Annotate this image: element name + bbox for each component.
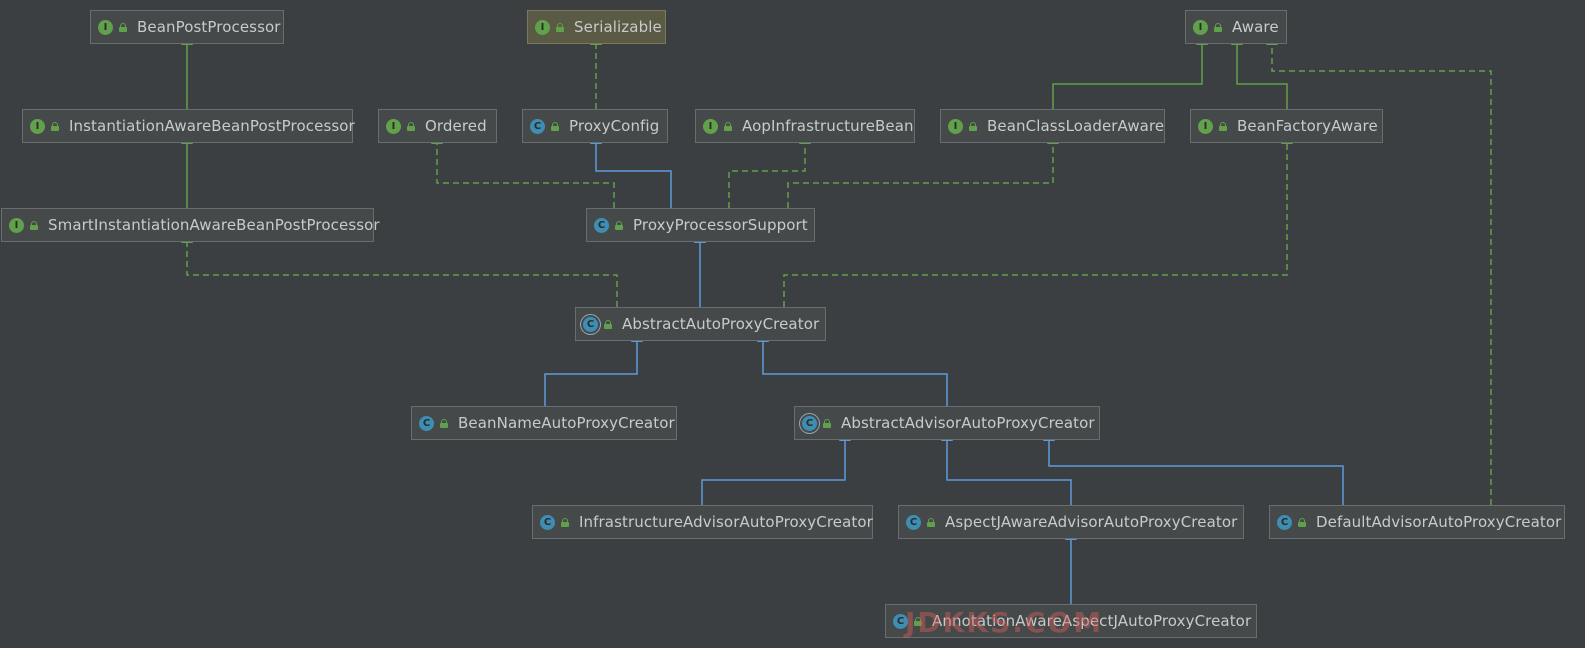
edge-bcla-to-aware [1052, 33, 1208, 109]
interface-icon: I [535, 19, 550, 35]
node-bfa[interactable]: I BeanFactoryAware [1190, 109, 1383, 143]
public-lock-icon [1214, 22, 1222, 32]
edge-aaapc-to-aapc [757, 330, 948, 406]
edge-aapc-to-siabpp [181, 231, 618, 307]
public-lock-icon [604, 319, 612, 329]
public-lock-icon [969, 121, 977, 131]
edge-bnapc-to-aapc [544, 330, 643, 406]
node-iabpp[interactable]: I InstantiationAwareBeanPostProcessor [22, 109, 355, 143]
node-aib[interactable]: I AopInfrastructureBean [695, 109, 915, 143]
interface-icon: I [98, 19, 113, 35]
interface-icon: I [30, 118, 45, 134]
edge-daapc-to-aware [1266, 33, 1492, 505]
edge-ajaapc-to-aaapc [941, 429, 1072, 505]
edge-aapc-to-bfa [783, 132, 1293, 307]
node-daapc[interactable]: C DefaultAdvisorAutoProxyCreator [1269, 505, 1565, 539]
node-label: AnnotationAwareAspectJAutoProxyCreator [932, 612, 1252, 630]
public-lock-icon [119, 22, 127, 32]
node-label: AbstractAutoProxyCreator [622, 315, 820, 333]
public-lock-icon [556, 22, 564, 32]
node-aware[interactable]: I Aware [1185, 10, 1287, 44]
public-lock-icon [1219, 121, 1227, 131]
public-lock-icon [1298, 517, 1306, 527]
class-icon: C [419, 415, 434, 431]
node-pps[interactable]: C ProxyProcessorSupport [586, 208, 815, 242]
node-ajaapc[interactable]: C AspectJAwareAdvisorAutoProxyCreator [898, 505, 1244, 539]
node-ser[interactable]: I Serializable [527, 10, 666, 44]
node-bpp[interactable]: I BeanPostProcessor [90, 10, 284, 44]
interface-icon: I [9, 217, 24, 233]
interface-icon: I [1193, 19, 1208, 35]
node-label: BeanFactoryAware [1237, 117, 1378, 135]
node-iaapc[interactable]: C InfrastructureAdvisorAutoProxyCreator [532, 505, 873, 539]
interface-icon: I [1198, 118, 1213, 134]
node-aaapc[interactable]: C AbstractAdvisorAutoProxyCreator [794, 406, 1100, 440]
public-lock-icon [724, 121, 732, 131]
public-lock-icon [927, 517, 935, 527]
node-label: Aware [1232, 18, 1279, 36]
node-label: Ordered [425, 117, 487, 135]
node-label: DefaultAdvisorAutoProxyCreator [1316, 513, 1562, 531]
node-label: SmartInstantiationAwareBeanPostProcessor [48, 216, 380, 234]
public-lock-icon [551, 121, 559, 131]
interface-icon: I [386, 118, 401, 134]
node-label: InstantiationAwareBeanPostProcessor [69, 117, 355, 135]
class-icon: C [906, 514, 921, 530]
public-lock-icon [615, 220, 623, 230]
public-lock-icon [51, 121, 59, 131]
node-bcla[interactable]: I BeanClassLoaderAware [940, 109, 1165, 143]
class-icon: C [530, 118, 545, 134]
node-pcfg[interactable]: C ProxyConfig [522, 109, 668, 143]
edge-bfa-to-aware [1231, 33, 1288, 109]
edge-pps-to-bcla [787, 132, 1059, 208]
watermark-text: JDKKS.COM [905, 606, 1104, 639]
node-ord[interactable]: I Ordered [378, 109, 497, 143]
public-lock-icon [407, 121, 415, 131]
node-label: ProxyProcessorSupport [633, 216, 808, 234]
interface-icon: I [948, 118, 963, 134]
node-label: AopInfrastructureBean [742, 117, 914, 135]
node-aapc[interactable]: C AbstractAutoProxyCreator [575, 307, 826, 341]
edge-daapc-to-aaapc [1043, 429, 1344, 505]
public-lock-icon [30, 220, 38, 230]
node-label: ProxyConfig [569, 117, 660, 135]
class-icon: C [594, 217, 609, 233]
abstract-class-icon: C [583, 316, 598, 332]
node-label: Serializable [574, 18, 662, 36]
node-siabpp[interactable]: I SmartInstantiationAwareBeanPostProcesso… [1, 208, 380, 242]
node-label: BeanPostProcessor [137, 18, 281, 36]
node-label: BeanClassLoaderAware [987, 117, 1165, 135]
public-lock-icon [561, 517, 569, 527]
node-bnapc[interactable]: C BeanNameAutoProxyCreator [411, 406, 677, 440]
class-icon: C [1277, 514, 1292, 530]
node-label: InfrastructureAdvisorAutoProxyCreator [579, 513, 873, 531]
public-lock-icon [914, 616, 922, 626]
node-label: BeanNameAutoProxyCreator [458, 414, 675, 432]
class-icon: C [893, 613, 908, 629]
node-label: AbstractAdvisorAutoProxyCreator [841, 414, 1095, 432]
abstract-class-icon: C [802, 415, 817, 431]
edge-pps-to-aib [728, 132, 811, 208]
class-icon: C [540, 514, 555, 530]
public-lock-icon [440, 418, 448, 428]
edge-pps-to-pcfg [590, 132, 672, 208]
node-aajapc[interactable]: C AnnotationAwareAspectJAutoProxyCreator [885, 604, 1257, 638]
edge-pps-to-ord [431, 132, 615, 208]
edge-iaapc-to-aaapc [701, 429, 851, 505]
node-label: AspectJAwareAdvisorAutoProxyCreator [945, 513, 1238, 531]
public-lock-icon [823, 418, 831, 428]
interface-icon: I [703, 118, 718, 134]
